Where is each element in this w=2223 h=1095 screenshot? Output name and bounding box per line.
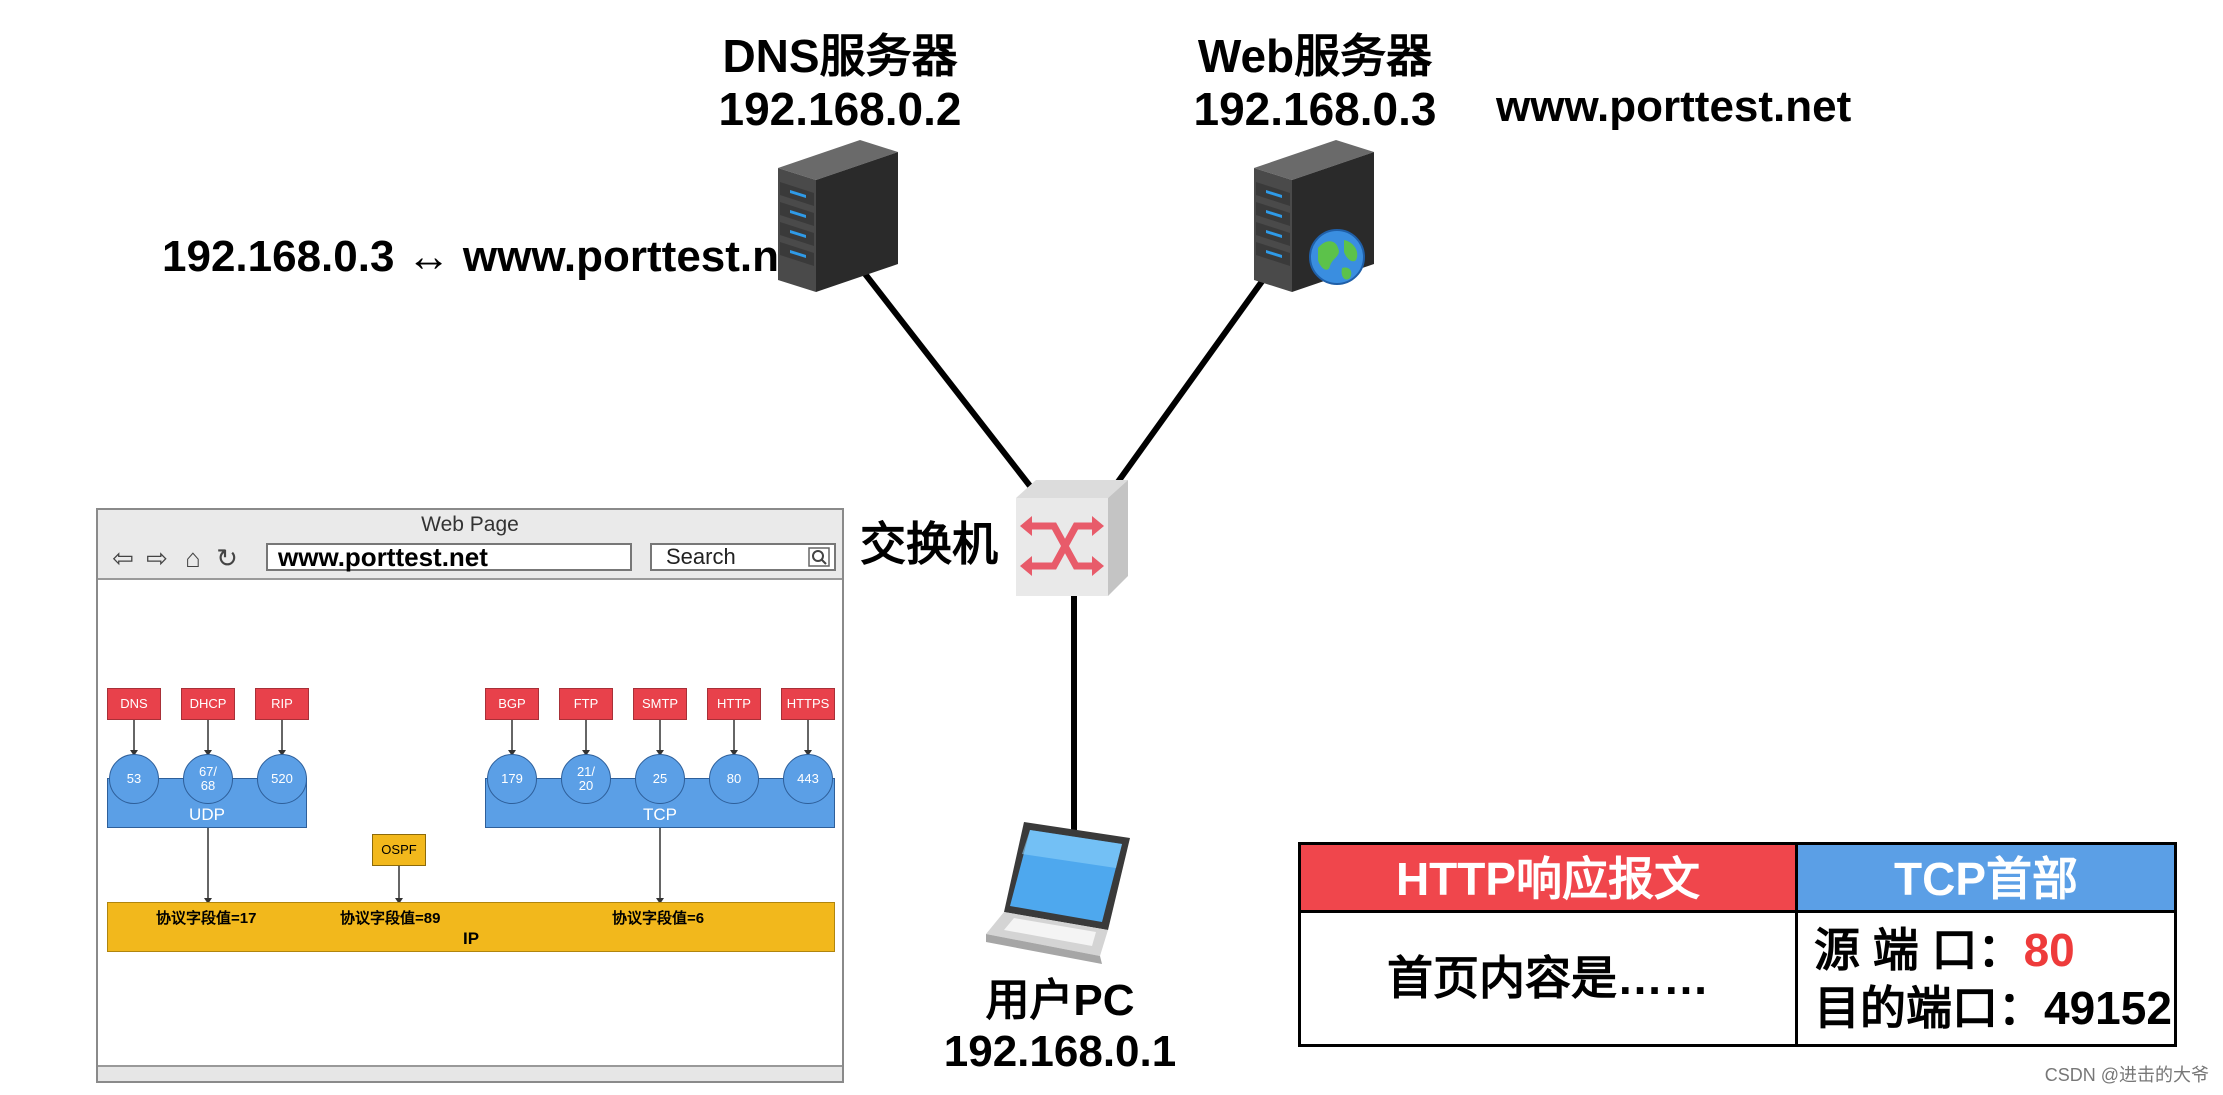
user-pc-ip: 192.168.0.1 [943,1026,1177,1076]
protocol-smtp: SMTP [633,688,687,720]
web-server-name: Web服务器 [1197,30,1433,82]
search-icon[interactable] [808,547,830,567]
user-pc-label: 用户PC 192.168.0.1 [920,976,1200,1077]
src-port-value: 80 [2023,924,2075,976]
ip-label: IP [462,929,480,948]
http-content: 首页内容是…… [1301,913,1798,1044]
port-520: 520 [257,754,307,804]
address-bar[interactable]: www.porttest.net [266,543,632,571]
switch-label: 交换机 [860,518,998,570]
browser-window: Web Page ⇦ ⇨ ⌂ ↻ www.porttest.net Search [96,508,844,1083]
header-http-response: HTTP响应报文 [1301,845,1798,913]
header-tcp: TCP首部 [1798,845,2174,913]
dst-port-row: 目的端口：49152 [1814,979,2174,1037]
dst-port-value: 49152 [2044,982,2172,1034]
protocol-diagram: DNS DHCP RIP BGP FTP SMTP HTTP HTTPS UDP… [98,510,842,1081]
dns-server-ip: 192.168.0.2 [718,82,962,135]
watermark: CSDN @进击的大爷 [2044,1065,2209,1085]
globe-icon [1309,229,1365,285]
src-port-row: 源 端 口：80 [1814,921,2174,979]
port-25: 25 [635,754,685,804]
tcp-label: TCP [643,805,677,824]
protocol-rip: RIP [255,688,309,720]
forward-icon[interactable]: ⇨ [146,543,168,573]
laptop-icon [986,822,1130,964]
port-80: 80 [709,754,759,804]
dns-record: 192.168.0.3 ↔ www.porttest.net [162,232,819,281]
dst-port-label: 目的端口： [1814,982,2044,1034]
home-icon[interactable]: ⌂ [185,543,201,573]
protocol-ospf: OSPF [372,834,426,866]
port-53: 53 [109,754,159,804]
dns-server-label: DNS服务器 192.168.0.2 [700,30,980,136]
ip-layer: 协议字段值=17 协议字段值=89 协议字段值=6 IP [107,902,835,952]
browser-title: Web Page [421,513,519,536]
udp-label: UDP [189,805,225,824]
protocol-http: HTTP [707,688,761,720]
port-67-68: 67/ 68 [183,754,233,804]
protocol-dns: DNS [107,688,161,720]
web-server-ip: 192.168.0.3 [1193,82,1437,135]
field-ospf: 协议字段值=89 [340,910,441,927]
src-port-label: 源 端 口： [1814,924,2024,976]
browser-toolbar: Web Page ⇦ ⇨ ⌂ ↻ www.porttest.net Search [98,510,842,580]
port-21-20: 21/ 20 [561,754,611,804]
field-udp: 协议字段值=17 [156,910,257,927]
dns-server-icon [778,140,898,292]
refresh-icon[interactable]: ↻ [216,543,238,573]
port-179: 179 [487,754,537,804]
protocol-connectors [130,720,812,904]
search-input[interactable]: Search [650,543,836,571]
web-server-label: Web服务器 192.168.0.3 [1175,30,1455,136]
port-443: 443 [783,754,833,804]
search-input-label: Search [666,544,736,569]
user-pc-name: 用户PC [985,976,1135,1025]
web-domain: www.porttest.net [1496,82,1852,131]
protocol-dhcp: DHCP [181,688,235,720]
switch-icon [1016,480,1128,596]
protocol-bgp: BGP [485,688,539,720]
tcp-ports: 源 端 口：80 目的端口：49152 [1798,913,2174,1044]
dns-server-name: DNS服务器 [722,30,958,82]
field-tcp: 协议字段值=6 [612,910,705,927]
browser-statusbar [98,1065,842,1081]
protocol-https: HTTPS [781,688,835,720]
packet-table: HTTP响应报文 TCP首部 首页内容是…… 源 端 口：80 目的端口：491… [1298,842,2177,1047]
back-icon[interactable]: ⇦ [112,543,134,573]
protocol-ftp: FTP [559,688,613,720]
